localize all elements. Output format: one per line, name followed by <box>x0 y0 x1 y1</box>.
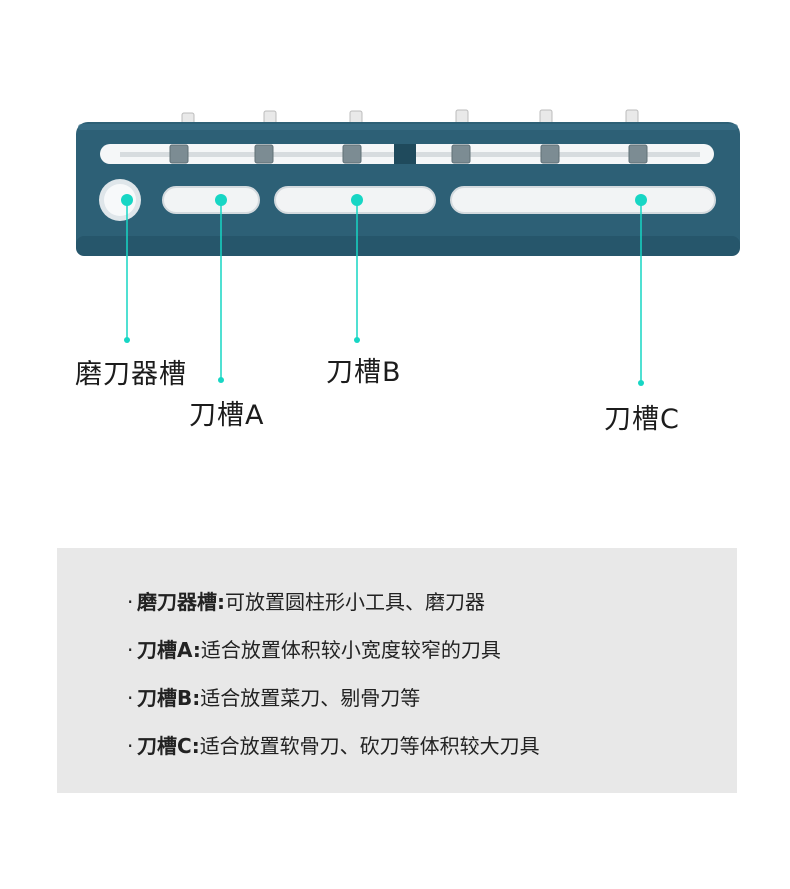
rail-clips <box>169 144 648 164</box>
bullet: · <box>127 734 134 758</box>
knife-holder-illustration <box>76 109 740 386</box>
description-item-name: 刀槽C <box>137 734 192 758</box>
description-item-text: 适合放置菜刀、剔骨刀等 <box>200 686 421 710</box>
description-item-sharpener: ·磨刀器槽:可放置圆柱形小工具、磨刀器 <box>127 586 485 615</box>
label-slot-c: 刀槽C <box>604 404 680 435</box>
description-item-colon: : <box>191 734 200 758</box>
description-item-colon: : <box>192 638 201 662</box>
description-item-name: 刀槽B <box>137 686 193 710</box>
description-item-text: 适合放置体积较小宽度较窄的刀具 <box>200 638 501 662</box>
description-item-slot-b: ·刀槽B:适合放置菜刀、剔骨刀等 <box>127 682 420 711</box>
description-item-text: 适合放置软骨刀、砍刀等体积较大刀具 <box>199 734 540 758</box>
description-item-slot-a: ·刀槽A:适合放置体积较小宽度较窄的刀具 <box>127 634 501 663</box>
description-item-text: 可放置圆柱形小工具、磨刀器 <box>225 590 485 614</box>
description-item-name: 磨刀器槽 <box>137 590 217 614</box>
description-item-slot-c: ·刀槽C:适合放置软骨刀、砍刀等体积较大刀具 <box>127 730 540 759</box>
label-sharpener-slot: 磨刀器槽 <box>75 359 187 390</box>
callout-dots <box>121 194 647 386</box>
description-panel: ·磨刀器槽:可放置圆柱形小工具、磨刀器 ·刀槽A:适合放置体积较小宽度较窄的刀具… <box>57 548 737 793</box>
description-item-name: 刀槽A <box>137 638 193 662</box>
description-item-colon: : <box>192 686 201 710</box>
label-slot-a: 刀槽A <box>189 400 265 431</box>
slot-a-opening <box>162 186 260 214</box>
bullet: · <box>127 686 134 710</box>
bullet: · <box>127 638 134 662</box>
callout-lines <box>126 200 642 383</box>
top-hooks <box>181 109 639 126</box>
description-item-colon: : <box>217 590 225 614</box>
slot-c-opening <box>450 186 716 214</box>
label-slot-b: 刀槽B <box>326 357 402 388</box>
bullet: · <box>127 590 134 614</box>
